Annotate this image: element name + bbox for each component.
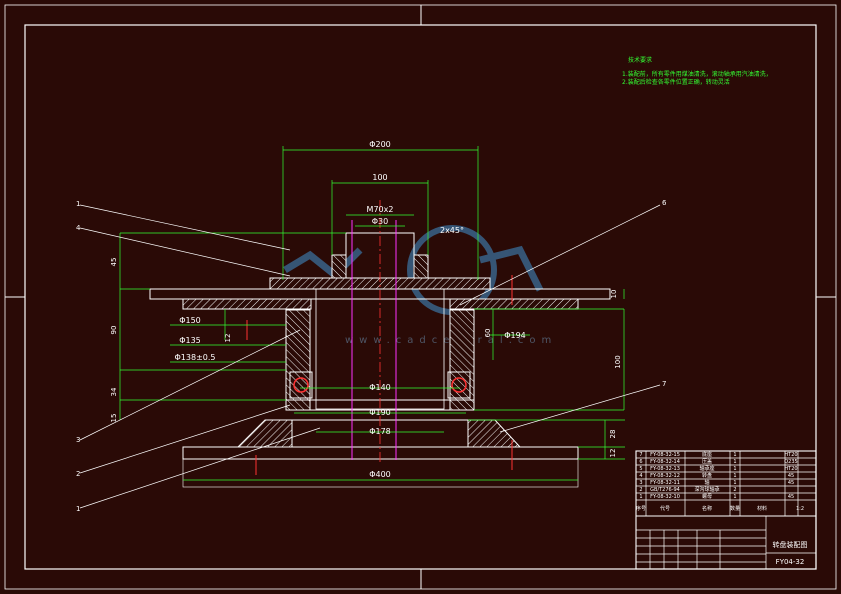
nut-left bbox=[331, 254, 347, 279]
dim-100-vertical: 100 bbox=[614, 355, 622, 368]
parts-list-cell-name: 螺母 bbox=[702, 493, 712, 500]
dim-12-base: 12 bbox=[609, 449, 617, 458]
parts-header-material: 材料 bbox=[757, 505, 767, 512]
parts-list-cell-name: 轴承座 bbox=[699, 465, 714, 472]
dim-m70: M70x2 bbox=[367, 205, 394, 214]
dim-15: 15 bbox=[110, 414, 118, 423]
dim-45: 45 bbox=[110, 258, 118, 267]
parts-list-cell-name: 深沟球轴承 bbox=[694, 486, 719, 493]
leader-label: 1 bbox=[76, 505, 80, 513]
parts-list-cell-qty: 1 bbox=[733, 473, 736, 479]
parts-list-cell-code: FY-08-32-15 bbox=[650, 452, 680, 458]
parts-list-cell-mat: HT20 bbox=[784, 452, 797, 458]
dim-phi190: Φ190 bbox=[369, 408, 391, 417]
parts-list-cell-qty: 1 bbox=[733, 466, 736, 472]
dimension-labels: Φ200 100 M70x2 Φ30 2x45° 45 10 90 Φ150 Φ… bbox=[110, 140, 622, 479]
dim-12: 12 bbox=[224, 334, 232, 343]
parts-list-cell-code: FY-08-32-12 bbox=[650, 473, 680, 479]
parts-list-cell-no: 2 bbox=[639, 487, 642, 493]
leader-label: 2 bbox=[76, 470, 80, 478]
dim-phi150: Φ150 bbox=[179, 316, 201, 325]
leader-label: 6 bbox=[662, 199, 667, 207]
parts-list-cell-mat: 45 bbox=[788, 480, 794, 486]
parts-list-cell-name: 轴 bbox=[704, 479, 709, 486]
leader-label: 1 bbox=[76, 200, 80, 208]
dim-phi138: Φ138±0.5 bbox=[175, 353, 216, 362]
parts-list-cell-qty: 2 bbox=[733, 487, 736, 493]
parts-list-cell-no: 5 bbox=[639, 466, 642, 472]
dim-100: 100 bbox=[372, 173, 387, 182]
dim-phi140: Φ140 bbox=[369, 383, 391, 392]
part-numbers: 1 4 6 3 2 1 7 bbox=[76, 199, 667, 513]
parts-header-name: 名称 bbox=[702, 505, 712, 512]
bearing-right bbox=[447, 371, 471, 399]
title-block bbox=[635, 450, 817, 570]
tech-requirements: 技术要求 1.装配前，所有零件用煤油清洗，滚动轴承用汽油清洗， 2.装配后检查各… bbox=[622, 56, 772, 86]
parts-list-cell-qty: 1 bbox=[733, 459, 736, 465]
parts-list-cell-name: 压盖 bbox=[702, 458, 712, 465]
dim-phi194: Φ194 bbox=[504, 331, 526, 340]
parts-list-cell-qty: 1 bbox=[733, 494, 736, 500]
dim-10: 10 bbox=[610, 290, 618, 299]
parts-list-cell-name: 转盘 bbox=[702, 472, 712, 479]
dim-phi400: Φ400 bbox=[369, 470, 391, 479]
parts-list-cell-qty: 1 bbox=[733, 452, 736, 458]
parts-list-cell-no: 3 bbox=[639, 480, 642, 486]
tech-requirement-line-1: 1.装配前，所有零件用煤油清洗，滚动轴承用汽油清洗， bbox=[622, 70, 772, 78]
dim-phi135: Φ135 bbox=[179, 336, 201, 345]
dim-phi30: Φ30 bbox=[372, 217, 388, 226]
leader-label: 7 bbox=[662, 380, 666, 388]
parts-list-cell-code: FY-08-32-13 bbox=[650, 466, 680, 472]
parts-list-cell-qty: 1 bbox=[733, 480, 736, 486]
leader-label: 3 bbox=[76, 436, 80, 444]
parts-list-cell-no: 6 bbox=[639, 459, 642, 465]
parts-list-cell-name: 底座 bbox=[702, 451, 712, 458]
dim-phi200: Φ200 bbox=[369, 140, 391, 149]
tech-requirement-line-2: 2.装配后检查各零件位置正确，转动灵活 bbox=[622, 78, 730, 86]
dim-34: 34 bbox=[110, 387, 118, 396]
dim-90: 90 bbox=[110, 326, 118, 335]
dim-chamfer: 2x45° bbox=[440, 226, 464, 235]
dim-phi178: Φ178 bbox=[369, 427, 391, 436]
parts-list-cell-mat: 45 bbox=[788, 494, 794, 500]
watermark-text: www.cadcentral.com bbox=[345, 335, 557, 346]
parts-header-code: 代号 bbox=[660, 505, 670, 512]
nut-right bbox=[413, 254, 429, 279]
parts-header-qty: 数量 bbox=[730, 505, 740, 512]
dim-28: 28 bbox=[609, 430, 617, 439]
dimensions bbox=[119, 146, 625, 481]
parts-list-cell-mat: Q235 bbox=[784, 459, 797, 465]
parts-list-cell-code: GB/T276-94 bbox=[650, 487, 680, 493]
parts-list-cell-no: 7 bbox=[639, 452, 642, 458]
parts-list-cell-no: 1 bbox=[639, 494, 642, 500]
drawing-number: FY04-32 bbox=[776, 558, 805, 566]
parts-list-cell-code: FY-08-32-10 bbox=[650, 494, 680, 500]
drawing-name: 转盘装配图 bbox=[773, 540, 808, 549]
part-leaders bbox=[79, 204, 661, 509]
parts-list-cell-code: FY-08-32-14 bbox=[650, 459, 680, 465]
drawing-scale: 1:2 bbox=[796, 506, 804, 512]
parts-list-cell-code: FY-08-32-11 bbox=[650, 480, 680, 486]
parts-header-no: 序号 bbox=[636, 505, 646, 512]
bearing-left bbox=[289, 371, 313, 399]
tech-requirements-title: 技术要求 bbox=[628, 56, 652, 64]
dim-60: 60 bbox=[484, 329, 492, 338]
base-plate bbox=[182, 446, 579, 460]
parts-list-cell-no: 4 bbox=[639, 473, 642, 479]
leader-label: 4 bbox=[76, 224, 81, 232]
parts-list-cell-mat: 45 bbox=[788, 473, 794, 479]
parts-list-cell-mat: HT20 bbox=[784, 466, 797, 472]
